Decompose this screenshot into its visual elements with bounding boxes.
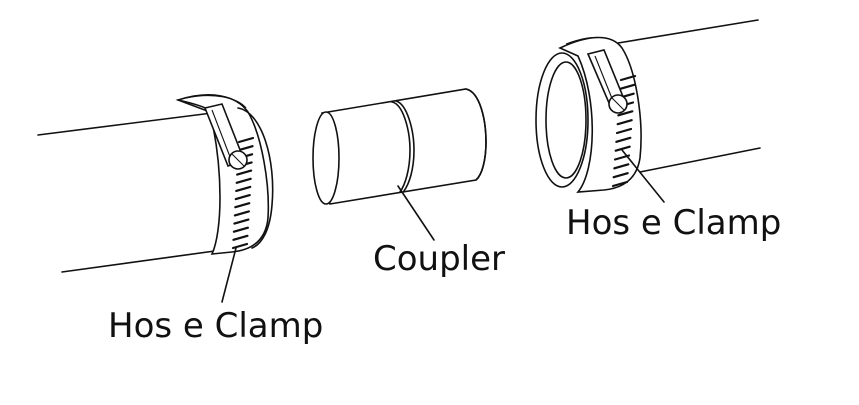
coupler <box>312 88 487 205</box>
clamp-ribs-left <box>231 136 255 250</box>
label-coupler: Coupler <box>373 239 506 279</box>
clamp-rib <box>233 218 250 225</box>
clamp-rib <box>237 145 254 152</box>
clamp-rib <box>233 210 250 217</box>
left-hose <box>37 111 223 273</box>
clamp-rib <box>235 185 252 193</box>
clamp-rib <box>615 136 632 143</box>
clamp-rib <box>619 83 636 90</box>
leader-left-clamp <box>221 247 237 303</box>
leader-right-clamp <box>621 149 665 203</box>
clamp-rib <box>611 180 629 188</box>
clamp-rib <box>612 172 629 179</box>
clamp-rib <box>615 127 633 135</box>
clamp-rib <box>616 119 633 126</box>
label-hose-clamp-left: Hos e Clamp <box>108 306 324 346</box>
left-hose-clamp <box>175 94 274 255</box>
clamp-rib <box>236 169 253 176</box>
clamp-rib <box>234 193 251 201</box>
clamp-rib <box>232 234 249 241</box>
clamp-rib <box>235 177 252 184</box>
clamp-rib <box>614 145 631 152</box>
clamp-rib <box>231 242 249 250</box>
clamp-rib <box>234 202 251 209</box>
clamp-rib <box>232 226 250 233</box>
clamp-rib <box>617 110 634 117</box>
right-hose <box>611 19 761 173</box>
clamp-rib <box>613 163 630 170</box>
label-hose-clamp-right: Hos e Clamp <box>566 203 782 243</box>
leader-lines <box>221 149 665 303</box>
right-hose-clamp <box>535 36 642 193</box>
leader-coupler <box>397 185 435 241</box>
clamp-rib <box>237 136 255 144</box>
clamp-rib <box>619 74 637 82</box>
